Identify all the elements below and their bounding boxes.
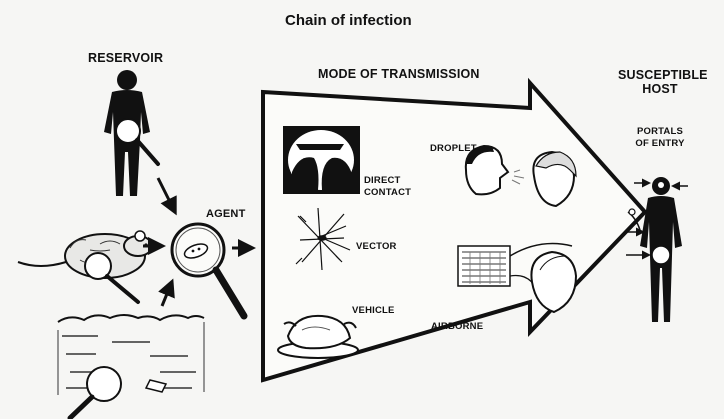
direct-contact-icon [283, 126, 360, 194]
droplet-label: DROPLET [430, 143, 477, 154]
susceptible-host-label-line2: HOST [618, 82, 702, 96]
host-silhouette-icon [628, 177, 682, 322]
susceptible-host-label-line1: SUSCEPTIBLE [618, 68, 702, 82]
reservoir-label: RESERVOIR [88, 51, 163, 65]
portals-of-entry-label-line1: PORTALS [620, 126, 700, 137]
vector-label: VECTOR [356, 241, 397, 252]
diagram-title: Chain of infection [285, 12, 412, 29]
human-reservoir-icon [104, 70, 158, 196]
arrow-swamp-to-agent [162, 284, 171, 306]
rat-reservoir-icon [18, 231, 152, 302]
direct-contact-label-line1: DIRECT [364, 175, 401, 186]
portals-of-entry-label-line2: OF ENTRY [620, 138, 700, 149]
agent-label: AGENT [206, 208, 246, 220]
airborne-label: AIRBORNE [431, 321, 483, 332]
vehicle-label: VEHICLE [352, 305, 395, 316]
swamp-reservoir-icon [58, 315, 204, 418]
agent-magnifier-icon [172, 224, 244, 316]
chicken-vehicle-icon [278, 316, 358, 358]
direct-contact-label-line2: CONTACT [364, 187, 411, 198]
arrow-human-to-agent [158, 178, 174, 210]
mode-of-transmission-label: MODE OF TRANSMISSION [318, 67, 480, 81]
